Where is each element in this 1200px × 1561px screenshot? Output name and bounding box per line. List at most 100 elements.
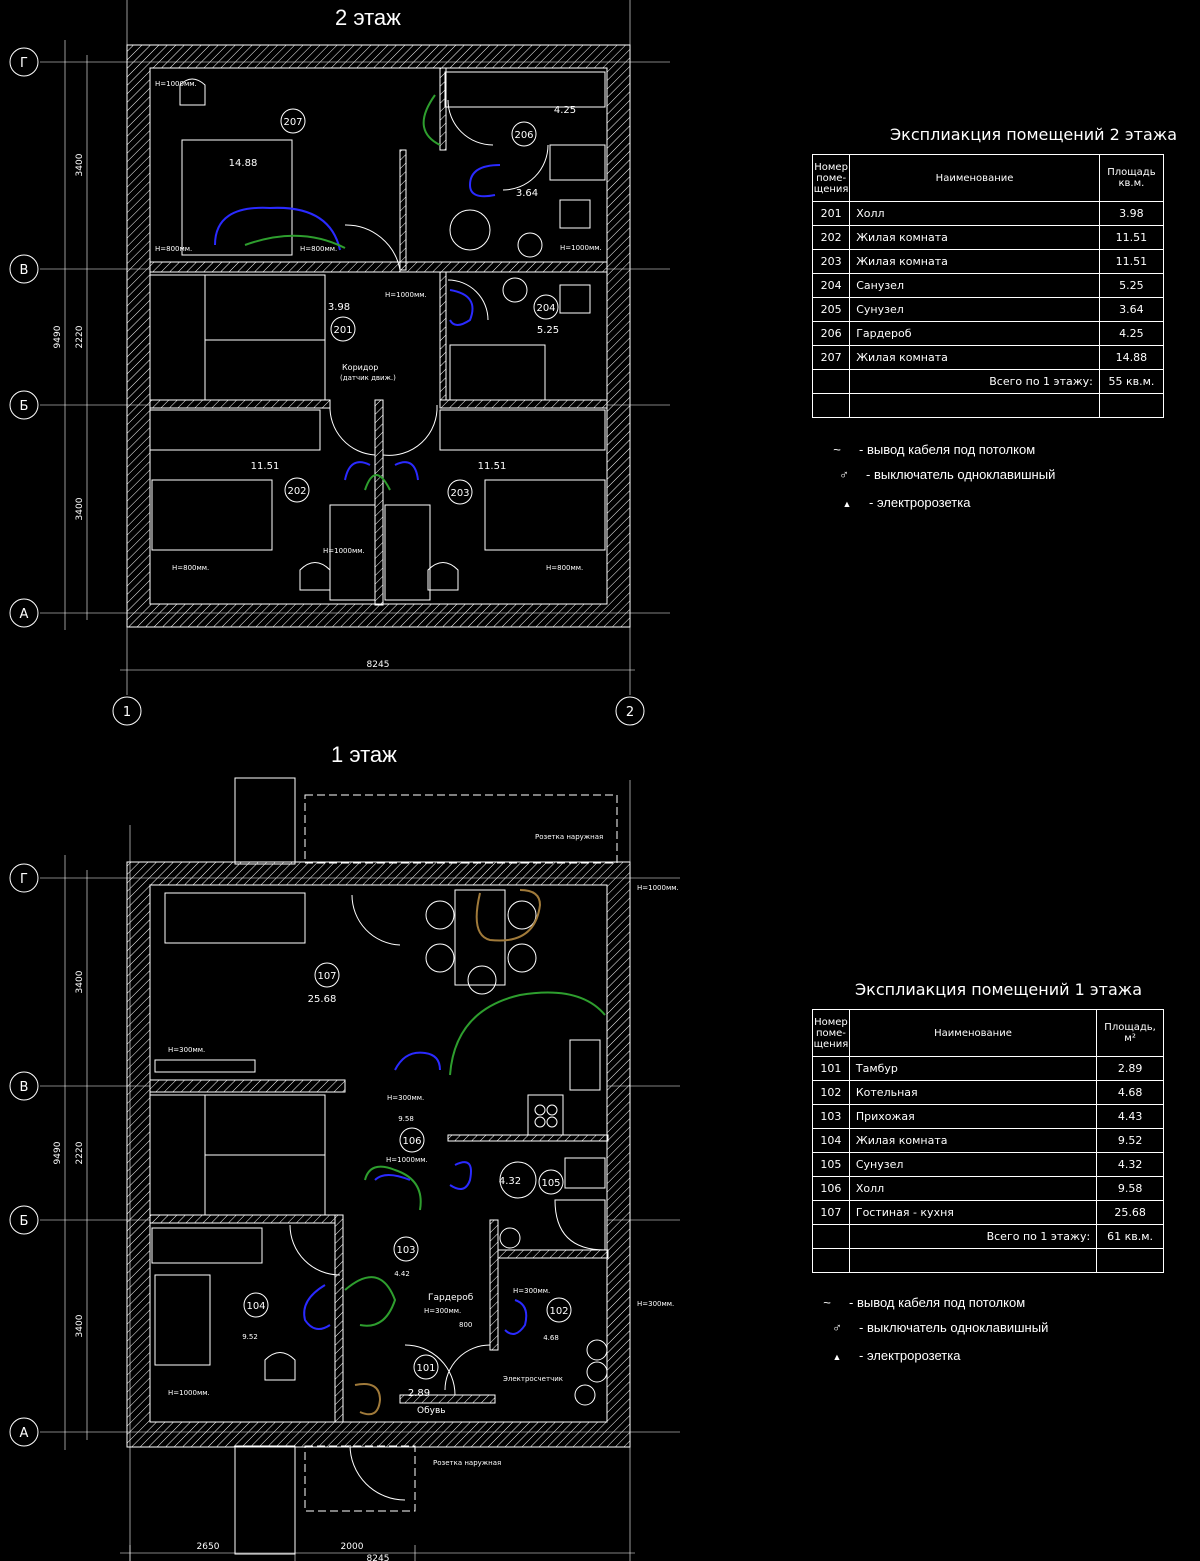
f1-room-num: 101 — [416, 1363, 435, 1374]
f2-room-num: 206 — [514, 130, 533, 141]
f2-room-area: 11.51 — [478, 461, 507, 472]
f2-height-label: Н=800мм. — [546, 564, 583, 572]
f1-height-label: Н=1000мм. — [637, 884, 679, 892]
f2-dim-v3: 3400 — [75, 497, 85, 520]
f1-room-num: 105 — [541, 1178, 560, 1189]
f1-room-area: 9.52 — [242, 1333, 258, 1341]
f1-room-area: 9.58 — [398, 1115, 414, 1123]
f2-height-label: Н=800мм. — [300, 245, 337, 253]
f2-table-title: Эксплиакция помещений 2 этажа — [890, 125, 1177, 144]
f2-legend-cable: ~- вывод кабеля под потолком — [815, 442, 1035, 457]
total-label: Всего по 1 этажу: — [849, 369, 1100, 394]
f1-height-label: Н=300мм. — [424, 1307, 461, 1315]
f1-room-num: 107 — [317, 971, 336, 982]
f2-height-label: Н=1000мм. — [323, 547, 365, 555]
f2-room-area: 14.88 — [229, 158, 258, 169]
f2-axis-v: В — [20, 263, 29, 278]
f1-axis-b: Б — [20, 1214, 29, 1229]
f1-room-area: 4.42 — [394, 1270, 410, 1278]
f2-room-num: 202 — [287, 486, 306, 497]
floor2-wiring — [214, 94, 501, 491]
f2-legend-switch: ♂- выключатель одноклавишный — [822, 467, 1055, 482]
floor2-dimensions — [64, 40, 635, 671]
total-value: 61 кв.м. — [1096, 1224, 1164, 1249]
f1-meter-label: Электросчетчик — [503, 1375, 563, 1383]
f1-room-num: 106 — [402, 1136, 421, 1147]
socket-icon: ▲ — [832, 1352, 842, 1362]
header-name: Наименование — [849, 154, 1100, 202]
f2-height-label: Н=1000мм. — [155, 80, 197, 88]
f1-room-area: 4.32 — [499, 1176, 521, 1187]
f1-room-area: 25.68 — [308, 994, 337, 1005]
f2-corridor-label: Коридор — [342, 363, 378, 372]
f1-dim-bottom: 2650 — [197, 1542, 220, 1552]
f2-dim-total-h: 8245 — [367, 660, 390, 670]
header-name: Наименование — [848, 1009, 1098, 1057]
f1-dim-v2: 2220 — [75, 1141, 85, 1164]
f1-legend-cable: ~- вывод кабеля под потолком — [805, 1295, 1025, 1310]
switch-icon: ♂ — [832, 1320, 842, 1335]
header-area: Площадь кв.м. — [1098, 154, 1165, 202]
switch-icon: ♂ — [839, 467, 849, 482]
f1-dim-v3: 3400 — [75, 1314, 85, 1337]
f1-legend-switch: ♂- выключатель одноклавишный — [815, 1320, 1048, 1335]
f1-room-area: 4.68 — [543, 1334, 559, 1342]
cable-icon: ~ — [823, 1295, 831, 1310]
floor1-room-bubbles — [243, 962, 572, 1380]
f1-height-label: Н=300мм. — [637, 1300, 674, 1308]
f2-room-num: 201 — [333, 325, 352, 336]
f2-axis-2: 2 — [626, 705, 634, 720]
table-empty-row — [811, 393, 1165, 418]
f1-height-label: Н=1000мм. — [386, 1156, 428, 1164]
f2-axis-a: А — [20, 607, 29, 622]
f2-height-label: Н=1000мм. — [560, 244, 602, 252]
floor1-axis-bubbles — [9, 863, 39, 1447]
table-header-row: Номер поме- щения Наименование Площадь, … — [812, 1009, 1164, 1057]
f1-room-num: 103 — [396, 1245, 415, 1256]
f1-height-label: Н=300мм. — [387, 1094, 424, 1102]
table-total-row: Всего по 1 этажу:55 кв.м. — [811, 369, 1165, 394]
f2-room-num: 204 — [536, 303, 555, 314]
f1-wardrobe-label: Гардероб — [428, 1293, 474, 1303]
f2-axis-1: 1 — [123, 705, 131, 720]
f2-axis-b: Б — [20, 399, 29, 414]
f1-axis-v: В — [20, 1080, 29, 1095]
f2-corridor-note: (датчик движ.) — [340, 374, 396, 382]
floor2-room-bubbles — [280, 108, 559, 505]
f2-room-area: 3.64 — [516, 188, 538, 199]
floor2-axis-bubbles — [9, 47, 645, 726]
f1-explication-table: Номер поме- щения Наименование Площадь, … — [812, 1009, 1164, 1273]
f2-room-area: 5.25 — [537, 325, 559, 336]
floor2-title: 2 этаж — [335, 5, 401, 30]
table-empty-row — [812, 1248, 1164, 1273]
f1-dim-total-h: 8245 — [367, 1554, 390, 1561]
total-value: 55 кв.м. — [1098, 369, 1165, 394]
table-total-row: Всего по 1 этажу:61 кв.м. — [812, 1224, 1164, 1249]
f1-height-label: Н=1000мм. — [168, 1389, 210, 1397]
header-num: Номер поме- щения — [812, 1009, 850, 1057]
f2-explication-table: Номер поме- щения Наименование Площадь к… — [811, 154, 1165, 418]
f1-legend-socket: ▲- электророзетка — [815, 1348, 961, 1363]
floor2-plan — [40, 0, 670, 695]
header-num: Номер поме- щения — [811, 154, 851, 202]
f2-axis-g: Г — [20, 56, 28, 71]
f2-height-label: Н=800мм. — [172, 564, 209, 572]
floor1-plan — [40, 777, 680, 1561]
f1-axis-g: Г — [20, 872, 28, 887]
f1-table-title: Эксплиакция помещений 1 этажа — [855, 980, 1142, 999]
f1-height-label: Н=300мм. — [513, 1287, 550, 1295]
f2-dim-total-v: 9490 — [53, 325, 63, 348]
f1-width-label: 800 — [459, 1321, 472, 1329]
f2-room-num: 203 — [450, 488, 469, 499]
floor1-wiring — [303, 889, 606, 1416]
f1-shoes-label: Обувь — [417, 1406, 446, 1416]
